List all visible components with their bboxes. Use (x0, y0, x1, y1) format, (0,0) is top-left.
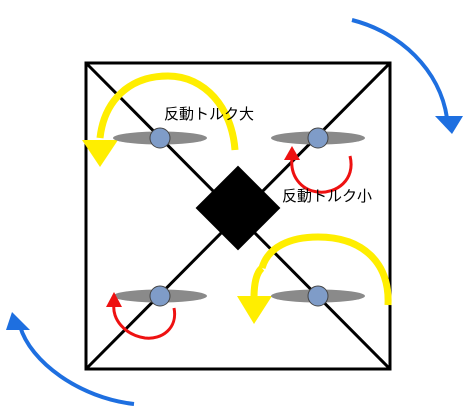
red-curved-arrow-icon (106, 292, 177, 340)
propeller-icon (113, 127, 207, 149)
center-body (195, 165, 281, 251)
yellow-curved-arrow-icon (237, 233, 392, 324)
propeller-icon (113, 285, 207, 307)
large-torque-label: 反動トルク大 (164, 105, 255, 123)
propeller-icon (271, 285, 365, 307)
small-torque-label: 反動トルク小 (282, 187, 373, 205)
red-curved-arrow-icon (284, 146, 353, 194)
yellow-curved-arrow-icon (82, 72, 239, 167)
blue-curved-arrow-icon (6, 312, 135, 406)
frame-square (84, 61, 392, 371)
propeller-icon (271, 127, 365, 149)
blue-curved-arrow-icon (351, 18, 463, 134)
